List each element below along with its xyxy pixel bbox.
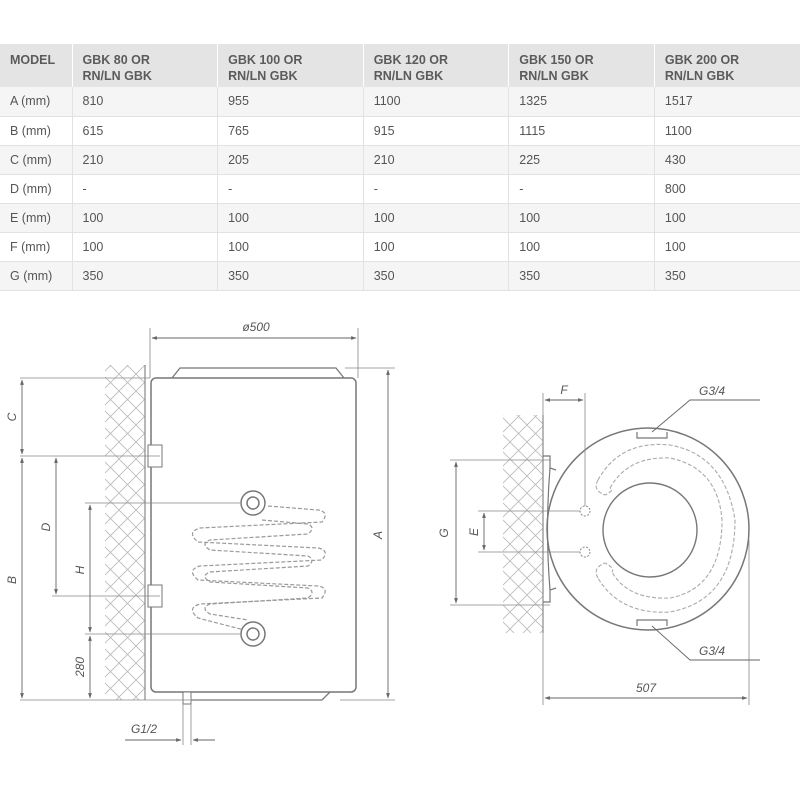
- row-label-cell: A (mm): [0, 87, 73, 117]
- value-cell: 615: [72, 116, 219, 146]
- header-model: MODEL: [0, 44, 73, 87]
- top-dimension-lines: [454, 398, 760, 700]
- value-cell: -: [363, 174, 510, 204]
- value-cell: 1115: [508, 116, 655, 146]
- label-A: A: [371, 531, 385, 540]
- label-F: F: [560, 383, 568, 397]
- top-extension-lines: [450, 393, 750, 705]
- tank-bottom-cap: [181, 691, 331, 701]
- side-wall-hatch: [105, 365, 145, 700]
- value-cell: -: [508, 174, 655, 204]
- value-cell: 350: [72, 261, 219, 291]
- lower-bracket: [543, 587, 557, 603]
- label-conn-top: G3/4: [699, 384, 725, 398]
- leader-top-connection: [651, 399, 760, 433]
- side-extension-lines: [20, 328, 395, 745]
- value-cell: 100: [363, 232, 510, 262]
- side-dimension-lines: [20, 336, 390, 742]
- value-cell: 100: [508, 232, 655, 262]
- value-cell: 100: [72, 232, 219, 262]
- coil-outlet-inner: [246, 627, 260, 641]
- value-cell: 1100: [654, 116, 800, 146]
- label-diameter: ø500: [242, 320, 270, 334]
- value-cell: 430: [654, 145, 800, 175]
- tank-body: [150, 377, 357, 693]
- value-cell: 100: [363, 203, 510, 233]
- label-B: B: [5, 576, 19, 584]
- value-cell: 210: [363, 145, 510, 175]
- row-label-cell: D (mm): [0, 174, 73, 204]
- lower-pipe-port: [579, 546, 591, 558]
- header-gbk-80: GBK 80 OR RN/LN GBK: [72, 44, 219, 87]
- label-D: D: [39, 522, 53, 531]
- row-label-cell: G (mm): [0, 261, 73, 291]
- value-cell: -: [72, 174, 219, 204]
- value-cell: 915: [363, 116, 510, 146]
- top-wall-hatch: [503, 415, 543, 633]
- label-G: G: [437, 528, 451, 537]
- label-conn-bottom: G3/4: [699, 644, 725, 658]
- value-cell: 350: [217, 261, 364, 291]
- value-cell: 100: [217, 203, 364, 233]
- value-cell: 1517: [654, 87, 800, 117]
- tank-top-cap: [171, 367, 345, 379]
- value-cell: 810: [72, 87, 219, 117]
- top-connection-tab: [636, 432, 668, 439]
- label-280: 280: [73, 657, 87, 678]
- header-gbk-100: GBK 100 OR RN/LN GBK: [217, 44, 364, 87]
- header-gbk-150: GBK 150 OR RN/LN GBK: [508, 44, 655, 87]
- spec-table: MODEL GBK 80 OR RN/LN GBK GBK 100 OR RN/…: [0, 44, 800, 291]
- inner-flange: [602, 482, 698, 578]
- value-cell: 100: [508, 203, 655, 233]
- value-cell: 205: [217, 145, 364, 175]
- heat-exchanger-coil: [191, 505, 326, 633]
- table-row: D (mm)----800: [0, 174, 800, 204]
- side-view: ø500 A C B D H 280 G1/2: [5, 320, 395, 745]
- leader-bottom-connection: [651, 625, 760, 661]
- value-cell: 100: [72, 203, 219, 233]
- label-width: 507: [636, 681, 657, 695]
- label-C: C: [5, 412, 19, 421]
- value-cell: 350: [654, 261, 800, 291]
- label-H: H: [73, 565, 87, 574]
- value-cell: 210: [72, 145, 219, 175]
- tank-flat-side: [546, 467, 551, 591]
- value-cell: 100: [654, 232, 800, 262]
- bottom-connection-tab: [636, 619, 668, 626]
- row-label-cell: B (mm): [0, 116, 73, 146]
- value-cell: 1325: [508, 87, 655, 117]
- top-coil-outline: [595, 443, 736, 613]
- value-cell: -: [217, 174, 364, 204]
- header-gbk-200: GBK 200 OR RN/LN GBK: [654, 44, 800, 87]
- value-cell: 1100: [363, 87, 510, 117]
- value-cell: 350: [363, 261, 510, 291]
- value-cell: 800: [654, 174, 800, 204]
- upper-pipe-port: [579, 505, 591, 517]
- value-cell: 100: [654, 203, 800, 233]
- drain-pipe: [182, 691, 192, 705]
- upper-bracket: [543, 455, 557, 471]
- value-cell: 955: [217, 87, 364, 117]
- coil-inlet-inner: [246, 496, 260, 510]
- value-cell: 100: [217, 232, 364, 262]
- top-view: F G E G3/4 G3/4 507: [437, 383, 760, 705]
- value-cell: 350: [508, 261, 655, 291]
- label-drain: G1/2: [131, 722, 157, 736]
- label-E: E: [467, 527, 481, 536]
- technical-drawing: ø500 A C B D H 280 G1/2: [5, 320, 760, 745]
- value-cell: 225: [508, 145, 655, 175]
- row-label-cell: C (mm): [0, 145, 73, 175]
- table-header-row: MODEL GBK 80 OR RN/LN GBK GBK 100 OR RN/…: [0, 44, 800, 87]
- value-cell: 765: [217, 116, 364, 146]
- row-label-cell: F (mm): [0, 232, 73, 262]
- row-label-cell: E (mm): [0, 203, 73, 233]
- header-gbk-120: GBK 120 OR RN/LN GBK: [363, 44, 510, 87]
